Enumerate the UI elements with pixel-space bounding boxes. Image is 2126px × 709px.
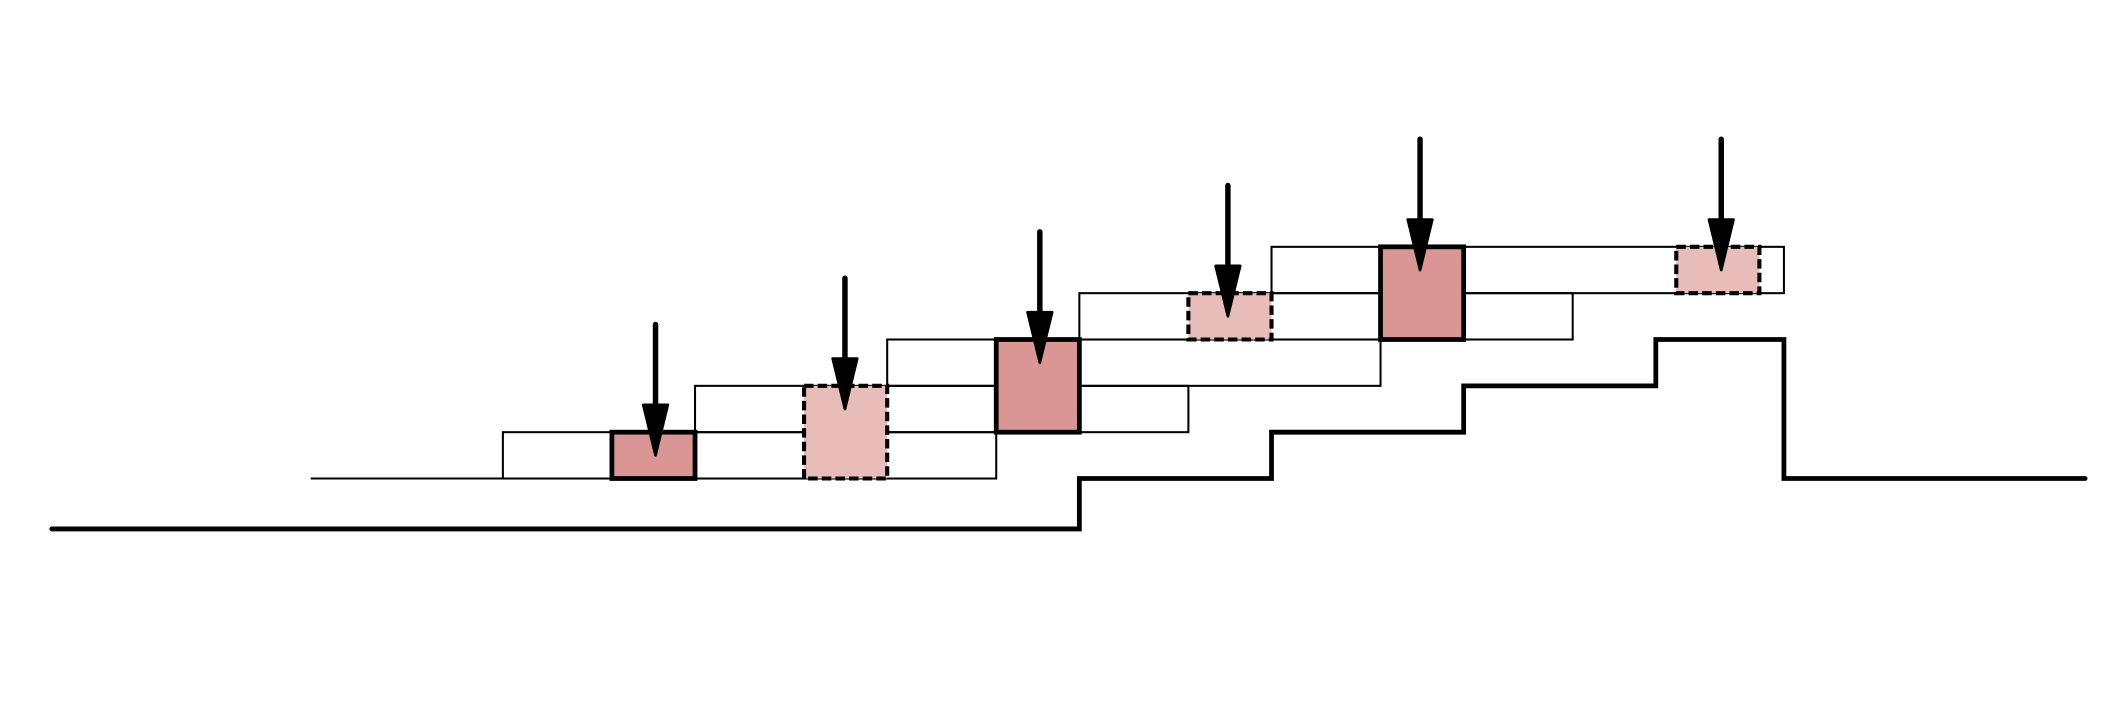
arrow-down-icon xyxy=(1707,136,1735,272)
arrow-down-icon xyxy=(1026,229,1054,365)
arrow-down-icon xyxy=(641,321,670,457)
block-solid-2 xyxy=(993,337,1082,435)
row-5 xyxy=(1270,245,1785,295)
row-3 xyxy=(886,338,1382,387)
row-2 xyxy=(694,384,1190,434)
arrow-down-icon xyxy=(831,275,859,411)
row-4 xyxy=(1078,292,1574,341)
step-line xyxy=(49,337,2088,532)
arrow-down-icon xyxy=(1214,182,1242,318)
row-1 xyxy=(501,431,998,480)
arrow-down-icon xyxy=(1406,136,1434,272)
highlighted-blocks xyxy=(609,244,1762,481)
arrows xyxy=(641,136,1735,457)
